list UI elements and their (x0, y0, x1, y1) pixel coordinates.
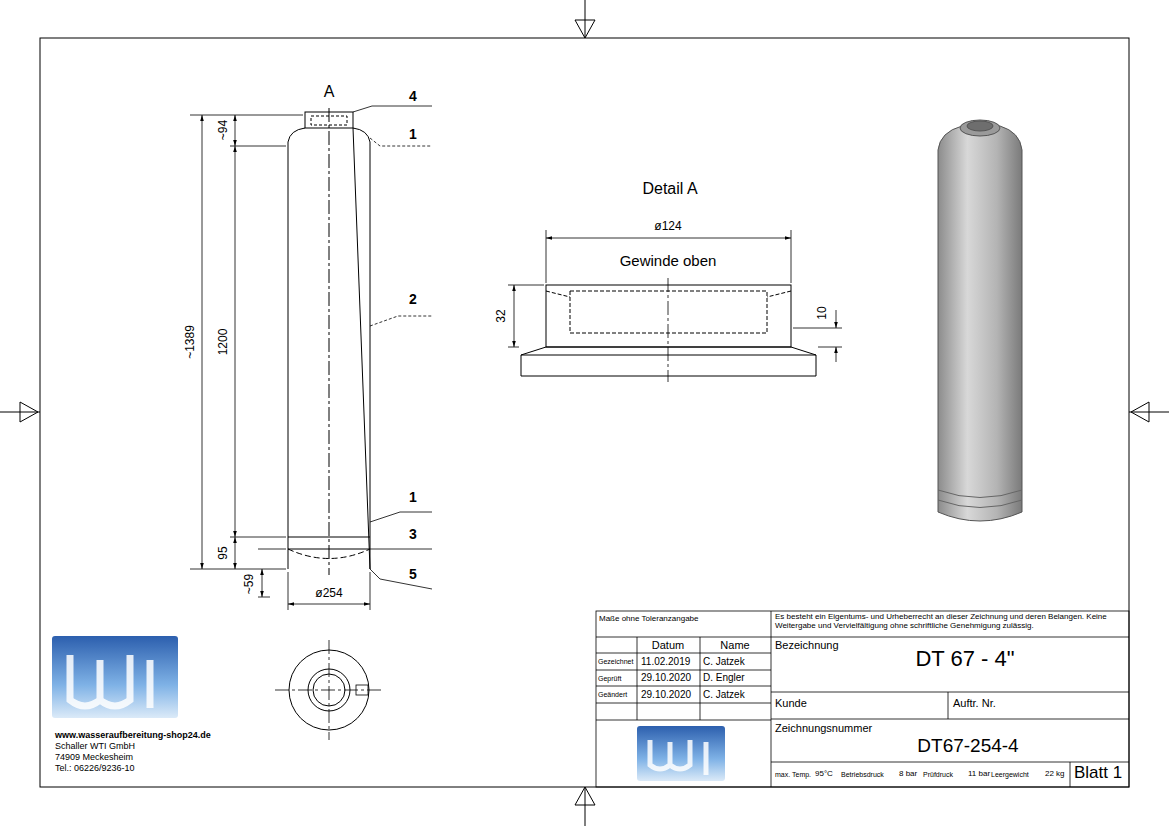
title-cell: Prüfdruck (923, 771, 953, 779)
callout-number: 4 (408, 89, 418, 104)
detail-title: Detail A (641, 180, 698, 198)
title-cell: D. Engler (703, 672, 745, 683)
company-phone: Tel.: 06226/9236-10 (55, 764, 135, 774)
company-name: Schaller WTI GmbH (55, 742, 135, 752)
company-web: www.wasseraufbereitung-shop24.de (55, 731, 211, 741)
dimension: ~59 (243, 573, 256, 595)
title-cell: 8 bar (899, 770, 917, 779)
title-cell: Geprüft (598, 675, 621, 683)
title-cell: 29.10.2020 (641, 689, 691, 700)
title-cell: Leergewicht (991, 771, 1029, 779)
callout-number: 1 (408, 127, 418, 142)
title-cell: Datum (651, 639, 685, 651)
title-cell: Gezeichnet (598, 658, 633, 666)
detail-note: Gewinde oben (619, 253, 718, 270)
sheet-number: Blatt 1 (1074, 764, 1122, 783)
dimension: 95 (217, 545, 230, 560)
drawing-number: DT67-254-4 (916, 736, 1019, 757)
callout-number: 1 (408, 490, 418, 505)
title-cell: max. Temp. (775, 771, 811, 779)
title-cell: Maße ohne Toleranzangabe (599, 615, 698, 624)
title-cell: Betriebsdruck (841, 771, 884, 779)
dimension: ~1389 (184, 324, 197, 360)
title-cell: Kunde (775, 697, 807, 709)
dimension: ~94 (217, 119, 230, 141)
company-address: 74909 Meckesheim (55, 753, 133, 763)
drawing-name: DT 67 - 4" (914, 647, 1015, 671)
callout-number: 5 (408, 567, 418, 582)
title-cell: 29.10.2020 (641, 672, 691, 683)
title-cell: Geändert (598, 691, 627, 699)
dimension: 32 (495, 308, 508, 323)
title-cell: 22 kg (1045, 770, 1065, 779)
dimension: ø254 (314, 587, 343, 600)
view-letter: A (323, 83, 336, 101)
copyright-note: Es besteht ein Eigentums- und Urheberrec… (775, 613, 1127, 631)
dimension: 10 (816, 305, 829, 320)
title-cell: Name (719, 639, 750, 651)
title-cell: C. Jatzek (703, 656, 745, 667)
title-cell: 95°C (815, 770, 833, 779)
title-cell: Zeichnungsnummer (775, 722, 872, 734)
title-cell: 11.02.2019 (641, 656, 690, 667)
dimension: 1200 (217, 328, 230, 357)
title-cell: C. Jatzek (703, 689, 745, 700)
callout-number: 3 (408, 527, 418, 542)
title-cell: 11 bar (968, 770, 990, 779)
dimension: ø124 (653, 220, 682, 233)
title-cell: Auftr. Nr. (953, 697, 996, 709)
title-cell: Bezeichnung (775, 639, 839, 651)
callout-number: 2 (408, 292, 418, 307)
